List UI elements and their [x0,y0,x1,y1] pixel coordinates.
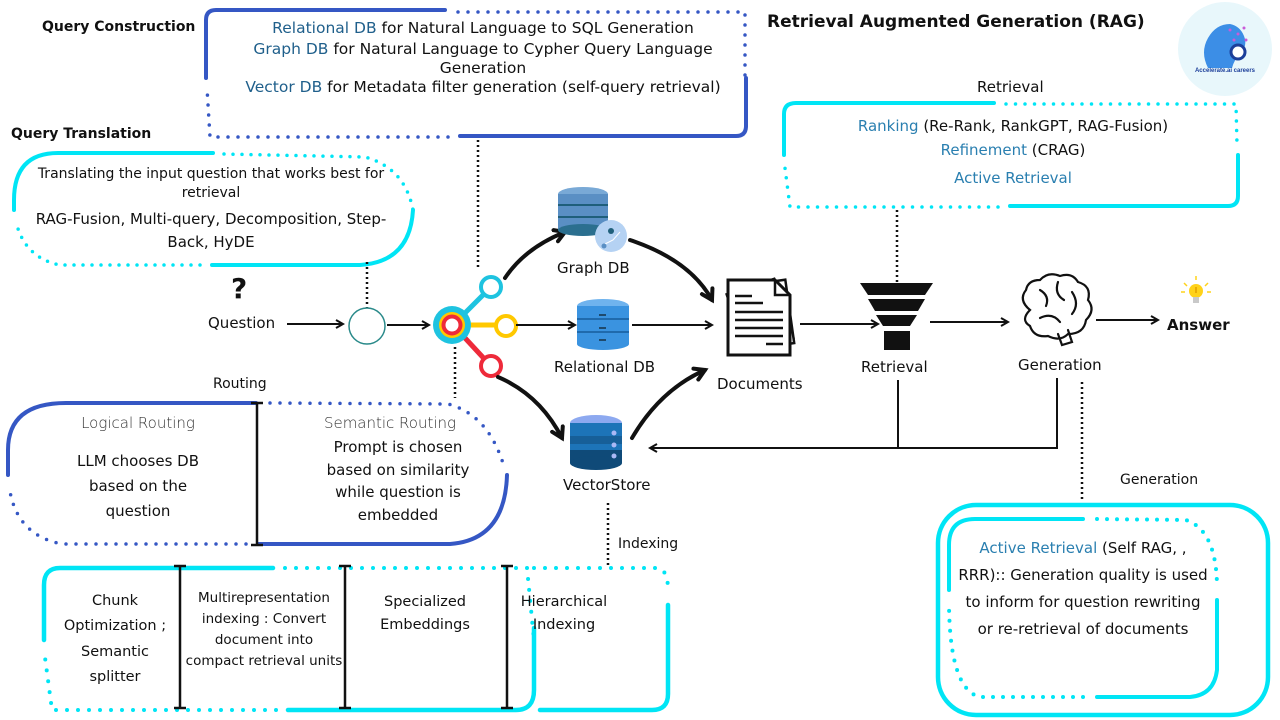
ai-head-icon [1204,24,1248,68]
logo: Accelerate.ai careers [1178,2,1272,96]
generation-box-border [935,502,1271,718]
qc-item-vector: Vector DB for Metadata filter generation… [245,78,721,97]
logical-routing-title: Logical Routing [81,414,195,432]
page-title: Retrieval Augmented Generation (RAG) [767,12,1145,32]
router-icon [433,275,518,378]
routing-label: Routing [213,376,267,392]
indexing-box-border [41,564,537,713]
question-label: Question [208,314,276,332]
retrieval-box-border [782,101,1240,209]
generation-highlight: Active Retrieval [979,539,1098,557]
logical-routing-body: LLM chooses DB based on the question [77,452,199,520]
semantic-routing-body: Prompt is chosen based on similarity whi… [326,438,470,524]
generation-box-label: Generation [1120,472,1199,488]
query-construction-content: Relational DB for Natural Language to SQ… [218,16,748,97]
query-translation-label: Query Translation [11,126,152,142]
indexing-cell-chunk: Chunk Optimization ; Semantic splitter [63,593,167,686]
query-node-circle [348,307,386,345]
retrieval-box-content: Ranking (Re-Rank, RankGPT, RAG-Fusion) R… [790,114,1236,190]
documents-label: Documents [717,375,803,393]
query-construction-label: Query Construction [42,19,196,35]
retrieval-label: Retrieval [861,358,928,376]
generation-body: (Self RAG, , RRR):: Generation quality i… [958,539,1208,638]
question-mark-icon: ? [231,272,248,305]
query-translation-description: Translating the input question that work… [37,166,385,201]
indexing-label: Indexing [618,536,679,552]
retrieval-item-ranking: Ranking (Re-Rank, RankGPT, RAG-Fusion) [857,117,1169,135]
indexing-cell-specialized: Specialized Embeddings [380,594,470,634]
documents-icon [725,277,796,357]
lightbulb-icon [1181,276,1211,303]
indexing-cell-hierarchical: Hierarchical Indexing [520,594,608,634]
semantic-routing-title: Semantic Routing [323,414,457,432]
vectorstore-label: VectorStore [563,476,651,494]
qc-item-relational: Relational DB for Natural Language to SQ… [272,19,694,37]
graph-db-icon [558,187,627,252]
brain-icon [1021,273,1093,347]
retrieval-item-active: Active Retrieval [954,169,1072,187]
qc-item-graph: Graph DB for Natural Language to Cypher … [253,40,713,77]
routing-box-border [6,401,509,547]
arrow-router-to-graphdb [503,228,569,280]
graph-db-label: Graph DB [557,259,630,277]
answer-label: Answer [1167,316,1230,334]
logo-text: Accelerate.ai careers [1194,68,1256,74]
retrieval-item-refinement: Refinement (CRAG) [940,141,1086,159]
funnel-icon [860,283,933,350]
indexing-cell-multirep: Multirepresentation indexing : Convert d… [185,590,343,669]
retrieval-box-label: Retrieval [977,78,1044,96]
query-construction-box-border [204,8,748,139]
relational-db-label: Relational DB [554,358,656,376]
relational-db-icon [577,299,629,350]
feedback-arrow-to-vectorstore [650,378,1058,448]
generation-label: Generation [1018,356,1102,374]
query-translation-methods: RAG-Fusion, Multi-query, Decomposition, … [35,210,387,251]
indexing-box-right-extension [532,566,671,713]
query-translation-box-border [12,151,415,267]
arrow-vectorstore-to-documents [630,366,709,440]
arrow-router-to-vectorstore [496,375,565,442]
arrow-graphdb-to-documents [628,238,715,304]
vectorstore-icon [570,415,622,470]
generation-box-content: Active Retrieval (Self RAG, , RRR):: Gen… [958,535,1208,643]
